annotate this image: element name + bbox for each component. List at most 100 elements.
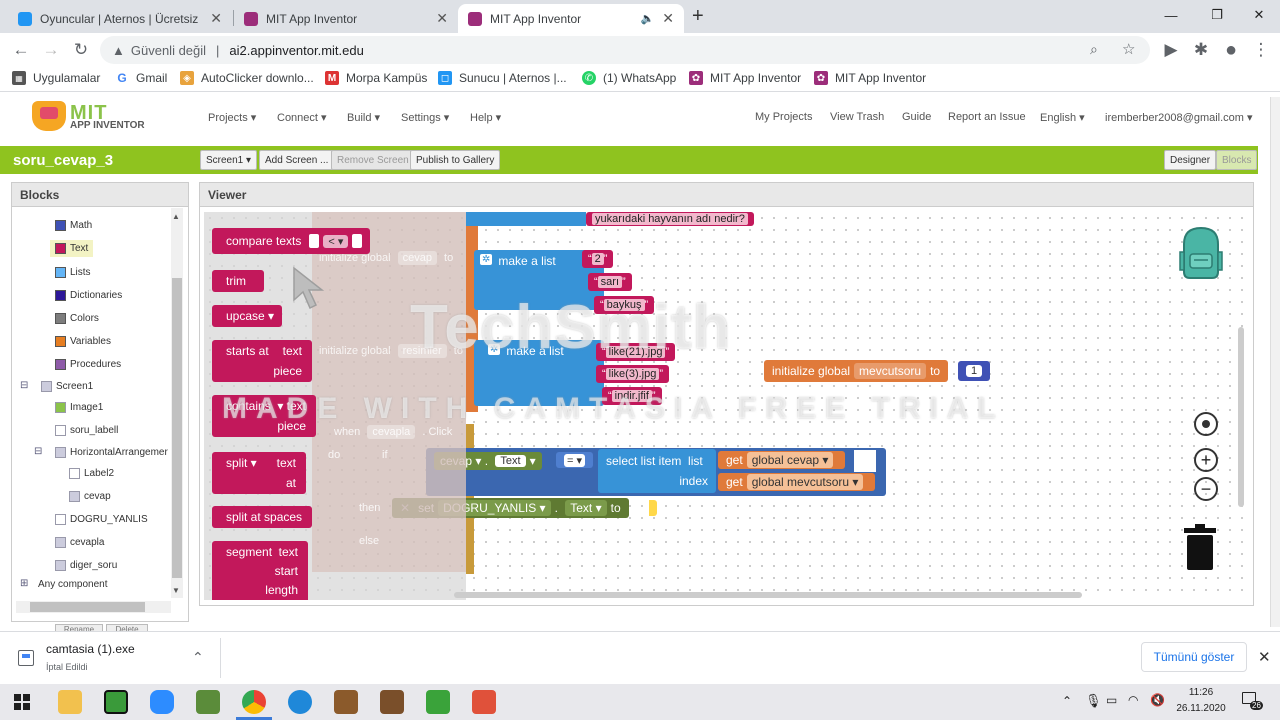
list-item-2[interactable]: “2”: [582, 250, 614, 268]
question-text-block[interactable]: yukarıdaki hayvanın adı nedir?: [586, 212, 754, 226]
component-image1[interactable]: Image1: [55, 402, 103, 413]
bookmark-star-icon[interactable]: ☆: [1122, 41, 1136, 58]
tab-mit-app-inventor-1[interactable]: MIT App Inventor ✕: [234, 4, 458, 33]
close-download-bar-icon[interactable]: ✕: [1258, 649, 1271, 666]
cast-icon[interactable]: ▶: [1164, 40, 1178, 59]
list-item-indir[interactable]: “indir.jfif”: [602, 387, 662, 405]
security-label[interactable]: Güvenli değil: [130, 42, 207, 58]
mutator-gear-icon[interactable]: ✲: [480, 254, 493, 265]
camtasia-green-icon[interactable]: [426, 690, 450, 714]
url-text[interactable]: ai2.appinventor.mit.edu: [229, 42, 364, 58]
zoom-icon[interactable]: ⌕: [1090, 41, 1098, 57]
camtasia-orange-icon[interactable]: [472, 690, 496, 714]
builtin-dictionaries[interactable]: Dictionaries: [55, 290, 122, 301]
tab-mit-app-inventor-2[interactable]: MIT App Inventor 🔈 ✕: [458, 4, 684, 33]
collapse-screen1-icon[interactable]: ⊟: [20, 380, 29, 391]
component-cevapla[interactable]: cevapla: [55, 537, 104, 548]
any-component[interactable]: Any component: [38, 579, 108, 590]
screen-selector-button[interactable]: Screen1 ▾: [200, 150, 258, 170]
builtin-lists[interactable]: Lists: [55, 267, 91, 278]
close-tab-icon[interactable]: ✕: [436, 10, 448, 26]
list-item-like21[interactable]: “like(21).jpg”: [596, 343, 676, 361]
zoom-app-icon[interactable]: [150, 690, 174, 714]
minecraft-launcher-icon[interactable]: [334, 690, 358, 714]
builtin-math[interactable]: Math: [55, 220, 92, 231]
wifi-icon[interactable]: ◠: [1128, 693, 1139, 707]
tab-aternos[interactable]: Oyuncular | Aternos | Ücretsiz M ✕: [8, 4, 232, 33]
list-item-sari[interactable]: “sarı”: [588, 273, 632, 291]
make-list-block-2[interactable]: ✲ make a list: [474, 340, 604, 406]
contains-block[interactable]: contains ▾text piece: [212, 395, 316, 437]
bookmark-aternos[interactable]: ◻Sunucu | Aternos |...: [438, 71, 567, 85]
chevron-up-icon[interactable]: ⌃: [192, 649, 204, 665]
minimize-icon[interactable]: —: [1164, 7, 1178, 23]
blocks-workspace[interactable]: yukarıdaki hayvanın adı nedir? ✲ make a …: [204, 212, 1248, 600]
close-tab-icon[interactable]: ✕: [210, 10, 222, 26]
forward-icon[interactable]: →: [42, 40, 60, 59]
menu-build[interactable]: Build ▾: [347, 112, 381, 124]
workspace-h-scrollbar[interactable]: [454, 592, 1082, 598]
component-cevap[interactable]: cevap: [69, 491, 111, 502]
notification-center-icon[interactable]: 26: [1242, 692, 1264, 712]
network-icon[interactable]: ▭: [1106, 693, 1118, 707]
trim-block[interactable]: trim: [212, 270, 264, 292]
designer-button[interactable]: Designer: [1164, 150, 1217, 170]
minecraft-icon[interactable]: [196, 690, 220, 714]
menu-guide[interactable]: Guide: [902, 111, 932, 123]
component-horizontal-arrangement[interactable]: HorizontalArrangemer: [55, 447, 168, 458]
component-diger-soru[interactable]: diger_soru: [55, 560, 117, 571]
chrome-menu-icon[interactable]: ⋮: [1252, 40, 1270, 59]
builtin-procedures[interactable]: Procedures: [55, 359, 121, 370]
maximize-icon[interactable]: ❐: [1211, 7, 1223, 22]
number-block-1[interactable]: 1: [958, 361, 991, 381]
mutator-gear-icon[interactable]: ✲: [488, 344, 501, 355]
component-dogru-yanlis[interactable]: DOGRU_YANLIS: [55, 514, 148, 525]
back-icon[interactable]: ←: [12, 40, 30, 59]
split-at-spaces-block[interactable]: split at spaces: [212, 506, 313, 528]
compare-texts-block[interactable]: compare texts < ▾: [212, 228, 371, 254]
publish-gallery-button[interactable]: Publish to Gallery: [410, 150, 501, 170]
component-screen1[interactable]: Screen1: [41, 381, 93, 392]
blocks-scrollbar[interactable]: ▲ ▼: [171, 208, 183, 598]
builtin-colors[interactable]: Colors: [55, 313, 99, 324]
chrome-icon[interactable]: [242, 690, 266, 714]
address-bar[interactable]: ▲ Güvenli değil | ai2.appinventor.mit.ed…: [100, 36, 1150, 64]
windows-start-icon[interactable]: [14, 694, 30, 710]
builtin-variables[interactable]: Variables: [55, 336, 111, 347]
add-screen-button[interactable]: Add Screen ...: [259, 150, 335, 170]
extensions-icon[interactable]: ✱: [1193, 40, 1209, 59]
warning-icon[interactable]: ▲: [112, 42, 125, 58]
reload-icon[interactable]: ↻: [73, 40, 89, 59]
menu-settings[interactable]: Settings ▾: [401, 112, 450, 124]
trash-icon[interactable]: [1182, 522, 1218, 572]
bookmark-mit-2[interactable]: ✿MIT App Inventor: [814, 71, 926, 85]
menu-my-projects[interactable]: My Projects: [755, 111, 813, 123]
show-all-downloads-button[interactable]: Tümünü göster: [1141, 642, 1247, 672]
speaker-icon[interactable]: 🔈: [640, 13, 655, 25]
recenter-icon[interactable]: [1194, 412, 1218, 436]
microphone-icon[interactable]: 🎙: [1085, 693, 1102, 708]
zoom-in-icon[interactable]: +: [1194, 448, 1218, 472]
app-plus-icon[interactable]: [104, 690, 128, 714]
close-window-icon[interactable]: ✕: [1253, 7, 1265, 22]
list-item-like3[interactable]: “like(3).jpg”: [596, 365, 670, 383]
page-scrollbar[interactable]: [1270, 97, 1280, 627]
menu-account[interactable]: iremberber2008@gmail.com ▾: [1105, 112, 1253, 124]
file-explorer-icon[interactable]: [58, 690, 82, 714]
zoom-out-icon[interactable]: −: [1194, 477, 1218, 501]
menu-language[interactable]: English ▾: [1040, 112, 1085, 124]
blocks-h-scrollbar[interactable]: [16, 601, 171, 613]
bookmark-apps[interactable]: ▦Uygulamalar: [12, 71, 100, 85]
menu-view-trash[interactable]: View Trash: [830, 111, 885, 123]
logo-subtitle[interactable]: APP INVENTOR: [70, 120, 145, 131]
tray-chevron-icon[interactable]: ⌃: [1062, 694, 1073, 708]
edge-icon[interactable]: [288, 690, 312, 714]
logo-mit-text[interactable]: MIT: [70, 102, 108, 124]
app-inventor-logo-icon[interactable]: [32, 101, 66, 131]
bookmark-autoclicker[interactable]: ◈AutoClicker downlo...: [180, 71, 314, 85]
remove-screen-button[interactable]: Remove Screen: [331, 150, 415, 170]
workspace-v-scrollbar[interactable]: [1238, 327, 1244, 507]
